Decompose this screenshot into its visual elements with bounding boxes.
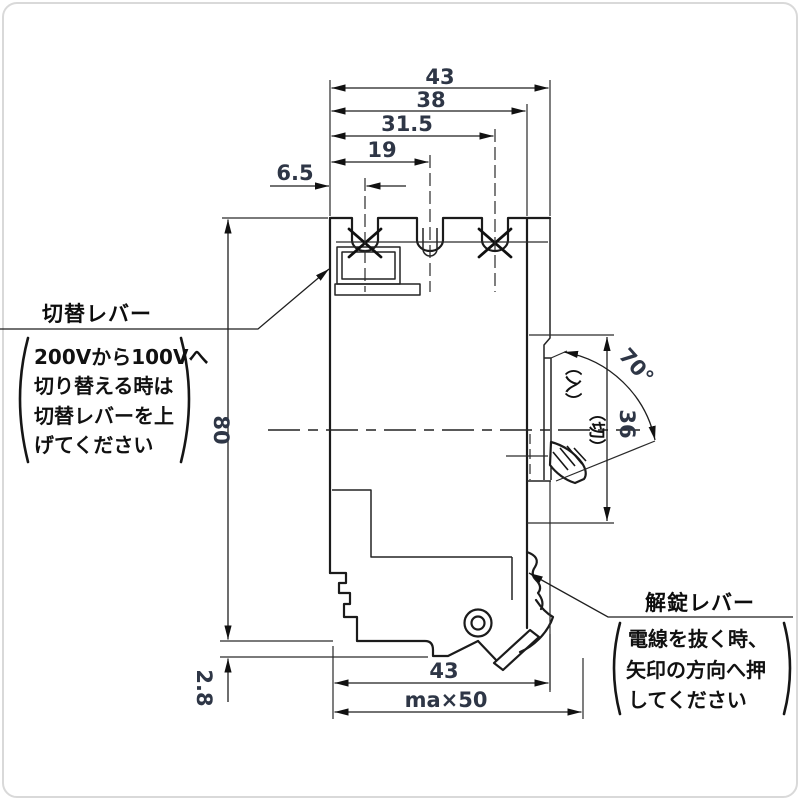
handle-on-label: （入） (562, 359, 583, 410)
unlock-lever-leader (528, 572, 793, 618)
dimension-lines (220, 80, 614, 719)
leader-lines (0, 268, 793, 618)
switch-lever-note-line4: げてください (34, 433, 153, 457)
dim-right-36: 36 (615, 409, 639, 438)
unlock-lever-note-line3: してください (628, 688, 747, 712)
unlock-lever-title: 解錠レバー (645, 591, 755, 615)
switch-lever-note-line2: 切り替える時は (34, 374, 173, 398)
unlock-lever-note-line2: 矢印の方向へ押 (626, 658, 766, 682)
unlock-lever-note-line1: 電線を抜く時、 (628, 627, 768, 651)
unlock-lever-note: 解錠レバー 電線を抜く時、 矢印の方向へ押 してください (626, 591, 768, 712)
dim-bottom-max: ma×50 (405, 688, 488, 712)
dim-top-31-5: 31.5 (381, 112, 433, 136)
handle-travel-arc (563, 350, 656, 441)
handle-position-labels: （入） （切） (562, 359, 607, 456)
switch-lever-note-line3: 切替レバーを上 (34, 404, 174, 428)
switch-lever-leader (0, 268, 330, 330)
unlock-lever-foot (492, 628, 541, 672)
dim-left-2-8: 2.8 (192, 669, 216, 706)
unlock-lever-hook (525, 550, 544, 611)
dim-top-19: 19 (367, 138, 396, 162)
handle-off-label: （切） (586, 405, 607, 456)
note-parentheses (18, 336, 792, 716)
pivot-screw (463, 608, 493, 638)
switch-lever-inner (341, 251, 396, 280)
centerlines (268, 129, 640, 480)
switch-lever-note-line1: 200Vから100Vへ (34, 345, 208, 369)
internal-housing-lines (332, 228, 548, 600)
dim-angle-70: 70° (614, 344, 658, 390)
dim-bottom-43: 43 (429, 659, 458, 683)
breaker-body-outline (328, 216, 555, 672)
switch-lever-title: 切替レバー (42, 302, 152, 326)
dim-top-6-5: 6.5 (276, 161, 313, 185)
dim-left-80: 80 (209, 415, 233, 444)
dim-top-43: 43 (425, 65, 454, 89)
dim-top-38: 38 (416, 88, 445, 112)
switch-lever-note: 切替レバー 200Vから100Vへ 切り替える時は 切替レバーを上 げてください (34, 302, 208, 457)
